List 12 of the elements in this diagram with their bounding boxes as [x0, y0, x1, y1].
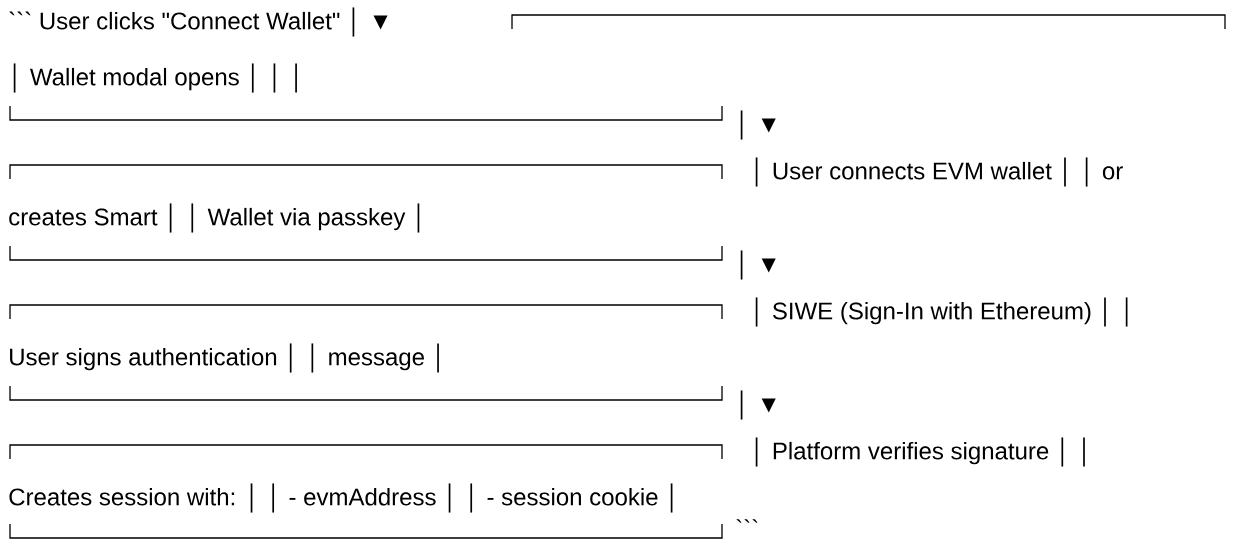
text-line: creates Smart │ │ Wallet via passkey │ — [9, 203, 420, 233]
text-line: │ ▼ — [740, 110, 776, 140]
text-line: │ User connects EVM wallet │ │ or — [755, 157, 1123, 187]
text-line: │ ▼ — [740, 250, 776, 280]
text-line: │ Wallet modal opens │ │ │ — [13, 63, 297, 93]
text-line: User signs authentication │ │ message │ — [10, 343, 439, 373]
text-line: │ Platform verifies signature │ │ — [755, 437, 1085, 467]
text-line: ``` User clicks "Connect Wallet" │ ▼ — [9, 7, 388, 37]
text-line: │ SIWE (Sign-In with Ethereum) │ │ — [755, 297, 1128, 327]
text-line: │ ▼ — [740, 390, 776, 420]
text-line: ``` — [736, 519, 758, 523]
text-line: Creates session with: │ │ - evmAddress │ │ - session cookie │ — [9, 483, 673, 513]
